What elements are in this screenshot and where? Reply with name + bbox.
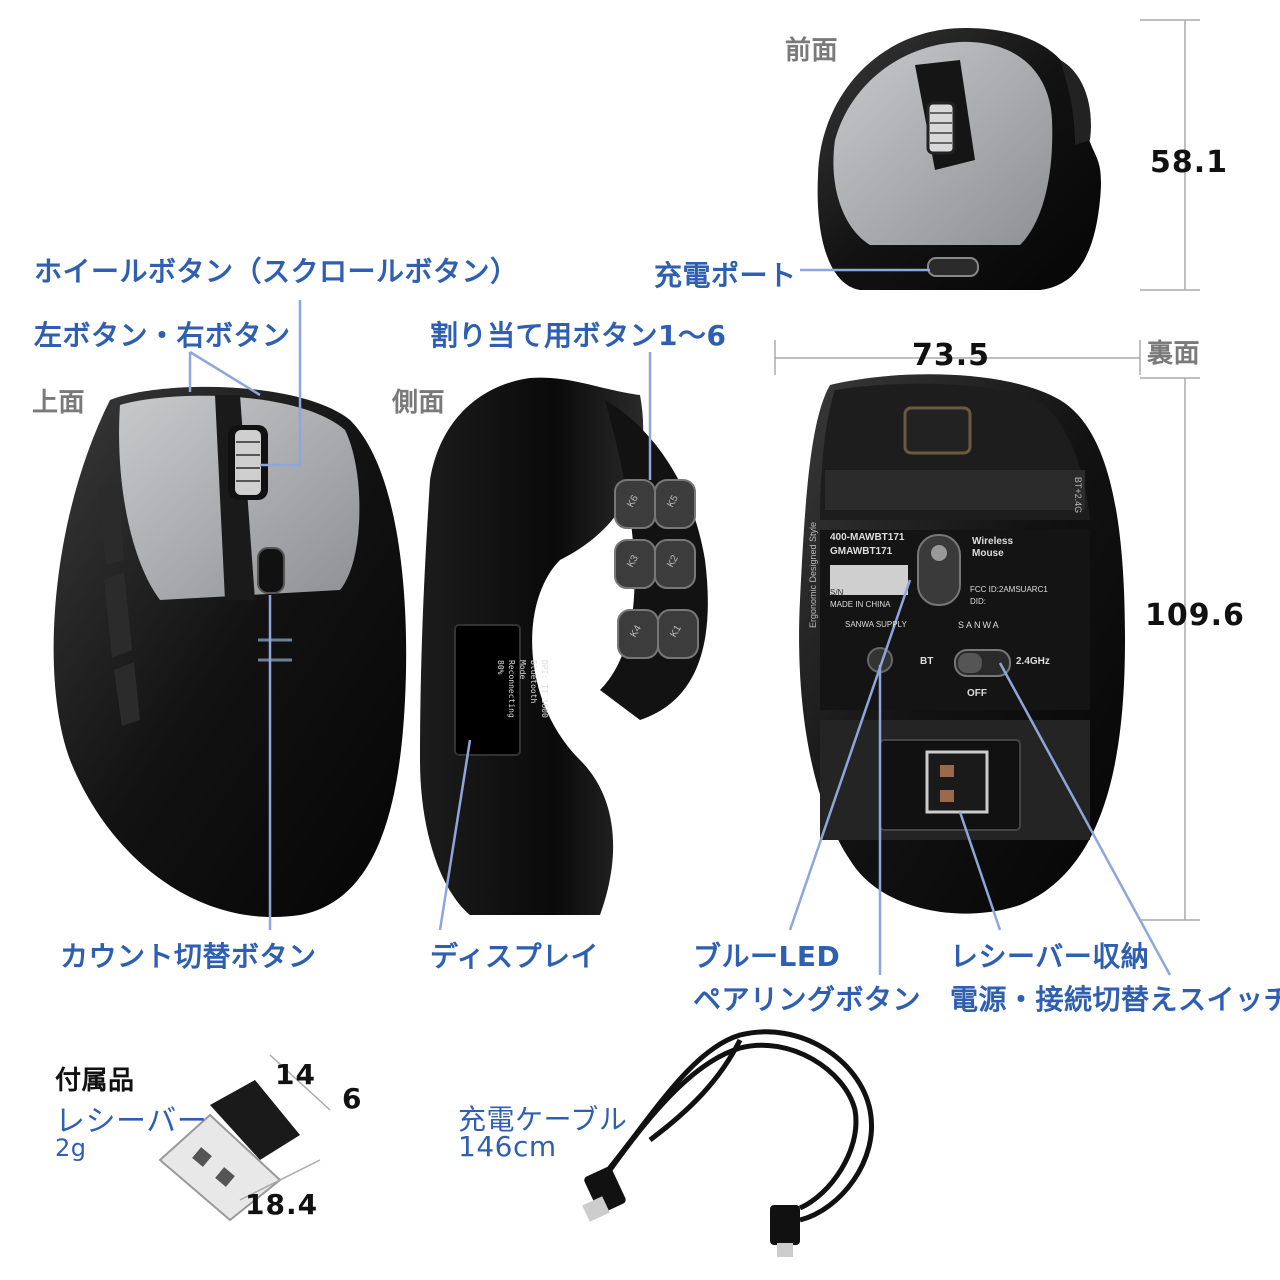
- display-battery: 80%: [496, 660, 505, 675]
- side-text-bt24g: BT+2.4G: [1073, 476, 1084, 514]
- usb-c-plug: [770, 1205, 800, 1257]
- accessory-receiver-name: レシーバー: [55, 1104, 208, 1139]
- display-line-2: Bluetooth Mode: [518, 660, 538, 704]
- switch-bt-label: BT: [920, 656, 934, 667]
- accessory-cable-name: 充電ケーブル: [458, 1103, 628, 1136]
- bottom-view-mouse: [799, 374, 1125, 914]
- callout-receiver-storage: レシーバー収納: [950, 940, 1150, 973]
- side-key-cluster: [614, 479, 699, 659]
- fcc-text: FCC ID:2AMSUARC1: [970, 585, 1048, 594]
- dimension-lines: [774, 19, 1200, 921]
- dimension-receiver-h: 6: [342, 1082, 363, 1115]
- accessory-cable-length: 146cm: [458, 1130, 557, 1163]
- top-view-mouse: [53, 386, 407, 918]
- callout-power-switch: 電源・接続切替えスイッチ: [950, 983, 1280, 1016]
- model-number-2: GMAWBT171: [830, 546, 893, 557]
- callout-blue-led: ブルーLED: [693, 940, 841, 973]
- accessory-receiver-weight: 2g: [55, 1134, 87, 1162]
- switch-ghz-label: 2.4GHz: [1016, 656, 1050, 667]
- callout-pairing-button: ペアリングボタン: [693, 983, 922, 1016]
- view-label-top: 上面: [32, 388, 86, 418]
- brand-sanwa: SANWA: [958, 620, 1001, 630]
- dimension-receiver-w: 14: [275, 1058, 316, 1091]
- model-number-1: 400-MAWBT171: [830, 532, 905, 543]
- callout-assign-buttons: 割り当て用ボタン1～6: [430, 319, 727, 352]
- wireless-text: Wireless: [972, 536, 1014, 547]
- leader-lines: [188, 268, 1172, 976]
- display-line-1: DPI: II 1600: [540, 660, 549, 718]
- sn-text: S/N: [830, 588, 844, 597]
- did-text: DID:: [970, 597, 986, 606]
- view-label-front: 前面: [785, 36, 839, 66]
- accessories-title: 付属品: [55, 1066, 135, 1096]
- view-label-back: 裏面: [1147, 339, 1201, 369]
- callout-display: ディスプレイ: [430, 940, 600, 973]
- front-view-mouse: [817, 28, 1102, 290]
- display-line-3: Reconnecting: [507, 660, 516, 718]
- cable-illustration: [598, 1029, 874, 1223]
- receiver-illustration: [158, 1054, 331, 1222]
- dimension-length: 109.6: [1145, 598, 1245, 633]
- dimension-width: 73.5: [912, 338, 991, 373]
- callout-charge-port: 充電ポート: [654, 259, 797, 292]
- callout-count-switch: カウント切替ボタン: [60, 940, 317, 973]
- usb-a-plug: [582, 1166, 626, 1222]
- mouse-text: Mouse: [972, 548, 1004, 559]
- dimension-receiver-l: 18.4: [245, 1188, 319, 1221]
- view-label-side: 側面: [392, 388, 446, 418]
- callout-left-right-buttons: 左ボタン・右ボタン: [34, 319, 291, 352]
- made-in-text: MADE IN CHINA: [830, 600, 891, 609]
- brand-sanwa-supply: SANWA SUPPLY: [845, 620, 907, 629]
- callout-wheel-button: ホイールボタン（スクロールボタン）: [34, 255, 519, 288]
- side-view-mouse: [420, 377, 708, 915]
- side-text-ergonomic: Ergonomic Designed Style: [808, 521, 819, 629]
- dimension-height: 58.1: [1150, 145, 1229, 180]
- switch-off-label: OFF: [967, 688, 987, 699]
- oled-display: DPI: II 1600 Bluetooth Mode Reconnecting…: [418, 658, 552, 727]
